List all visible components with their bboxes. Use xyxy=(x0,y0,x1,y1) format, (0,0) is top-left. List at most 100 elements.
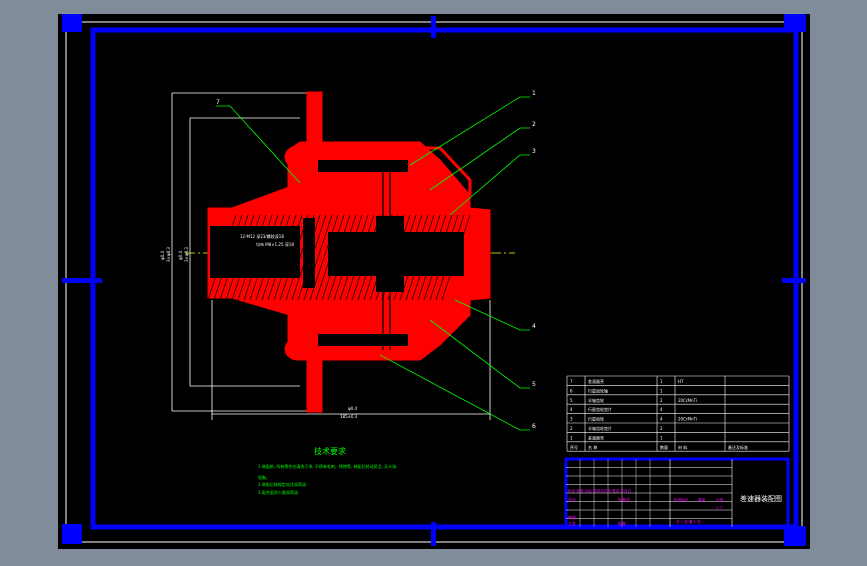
corner-mark xyxy=(784,526,806,546)
bom-cell: 半轴齿轮 xyxy=(588,397,604,403)
item-callout: 3 xyxy=(532,148,536,155)
hatch-line xyxy=(429,214,459,301)
hatch-line xyxy=(249,214,279,301)
bom-cell: 20CrMnTi xyxy=(678,417,697,422)
bolt-head xyxy=(284,337,312,361)
bom-cell: 20CrMnTi xyxy=(678,398,697,403)
hatch-line xyxy=(261,214,291,301)
tech-note: 2.装配后按规定加注润滑油. xyxy=(258,481,307,487)
item-callout: 2 xyxy=(532,121,536,128)
side-gear-bore xyxy=(328,232,376,276)
hatch-line xyxy=(369,214,399,301)
dimension-text: φ0.4 xyxy=(160,251,165,260)
hatch-line xyxy=(387,214,417,301)
leader-line xyxy=(454,299,530,331)
item-callout: 4 xyxy=(532,323,536,330)
bom-header-cell: 名 称 xyxy=(588,444,597,450)
hatch-line xyxy=(231,214,261,301)
tech-note: 3.配合面涂少量润滑油. xyxy=(258,489,299,495)
item-callout: 5 xyxy=(532,381,536,388)
hatch-line xyxy=(441,214,471,301)
item-callout: 6 xyxy=(532,423,536,430)
hatch-line xyxy=(273,214,303,301)
tech-note: 现象。 xyxy=(258,474,270,480)
title-block: 标记 处数 分区 更改文件号 签名 年月日设计标准化审核工艺批准阶段标记重量比例… xyxy=(564,457,790,529)
hatch-line xyxy=(297,214,327,301)
title-block-text: 设计 xyxy=(568,496,576,502)
title-block-text: 共 1 张 第 1 张 xyxy=(676,519,701,524)
centering-mark xyxy=(431,522,436,546)
hatch-line xyxy=(363,214,393,301)
title-block-text: 比例 xyxy=(716,497,724,502)
cavity xyxy=(318,160,408,172)
hatch-line xyxy=(351,214,381,301)
cap-outline xyxy=(420,146,472,196)
annotation-text: 12-M12 深23/螺纹深18 xyxy=(240,233,284,239)
centering-mark xyxy=(782,278,806,283)
dimension-texts: φ0.4 3×φ8.3 φ0.4 3×φ8.3 φ0.4 185±0.3 12-… xyxy=(160,233,358,419)
bom-cell: 2 xyxy=(570,426,573,431)
hatch-line xyxy=(225,214,255,301)
bom-cell: 行星齿轮轴 xyxy=(588,387,608,393)
drawing-name: 差速器装配图 xyxy=(740,494,782,503)
bom-cell: 2 xyxy=(660,426,663,431)
bom-cell: 行星齿轮 xyxy=(588,416,604,422)
dimension-text: 3×φ8.3 xyxy=(184,247,189,262)
bom-cell: 4 xyxy=(570,407,573,412)
tech-requirements-title: 技术要求 xyxy=(314,446,346,456)
bom-cell: 6 xyxy=(570,388,573,393)
hatch-line xyxy=(279,214,309,301)
title-block-text: 工艺 xyxy=(568,521,576,526)
centering-mark xyxy=(431,16,436,38)
hatch-line xyxy=(255,214,285,301)
leader-lines xyxy=(216,96,530,431)
title-block-text: 重量 xyxy=(698,497,706,502)
hatch-line xyxy=(285,214,315,301)
hatch-line xyxy=(327,214,357,301)
title-block-text: 审核 xyxy=(568,514,576,520)
hatch-line xyxy=(213,214,243,301)
bom-cell: 半轴齿轮垫片 xyxy=(588,425,612,431)
corner-mark xyxy=(62,524,82,544)
hatch-line xyxy=(309,214,339,301)
hatch-line xyxy=(267,214,297,301)
hatch-line xyxy=(393,214,423,301)
leader-line xyxy=(216,105,301,184)
bom-cell: 4 xyxy=(660,407,663,412)
hatch-line xyxy=(345,214,375,301)
bom-cell: 行星齿轮垫片 xyxy=(588,406,612,412)
corner-mark xyxy=(784,14,806,32)
hatch-line xyxy=(381,214,411,301)
hatch-line xyxy=(321,214,351,301)
corner-mark xyxy=(62,14,82,32)
title-block-text: 标记 处数 分区 更改文件号 签名 年月日 xyxy=(568,488,631,493)
hatch-line xyxy=(435,214,465,301)
hatch-line xyxy=(243,214,273,301)
hatch-line xyxy=(291,214,321,301)
dimension-text: 185±0.3 xyxy=(340,414,358,419)
hatch-line xyxy=(417,214,447,301)
hatch-line xyxy=(333,214,363,301)
bolt-head xyxy=(284,145,312,169)
bom-cell: 2 xyxy=(660,398,663,403)
leader-line xyxy=(429,319,530,389)
bom-cell: 1 xyxy=(660,435,663,440)
hatch-line xyxy=(303,214,333,301)
cavity xyxy=(318,334,408,346)
hatch-line xyxy=(219,214,249,301)
bom-cell: 4 xyxy=(660,417,663,422)
bom-cell: 1 xyxy=(660,388,663,393)
centering-marks xyxy=(62,16,806,546)
dimension-text: φ0.4 xyxy=(178,251,183,260)
dimension-text: 3×φ8.3 xyxy=(166,247,171,262)
hatch-line xyxy=(315,214,345,301)
item-callouts: 7 1 2 3 4 5 6 xyxy=(216,90,536,430)
hatch-line xyxy=(339,214,369,301)
title-block-text: 标准化 xyxy=(618,496,630,502)
annotation-text: 均布 M8×1.25 深18 xyxy=(256,241,294,247)
centering-mark xyxy=(62,278,102,283)
bom-cell: 7 xyxy=(570,379,573,384)
pinion-shaft xyxy=(382,160,391,350)
